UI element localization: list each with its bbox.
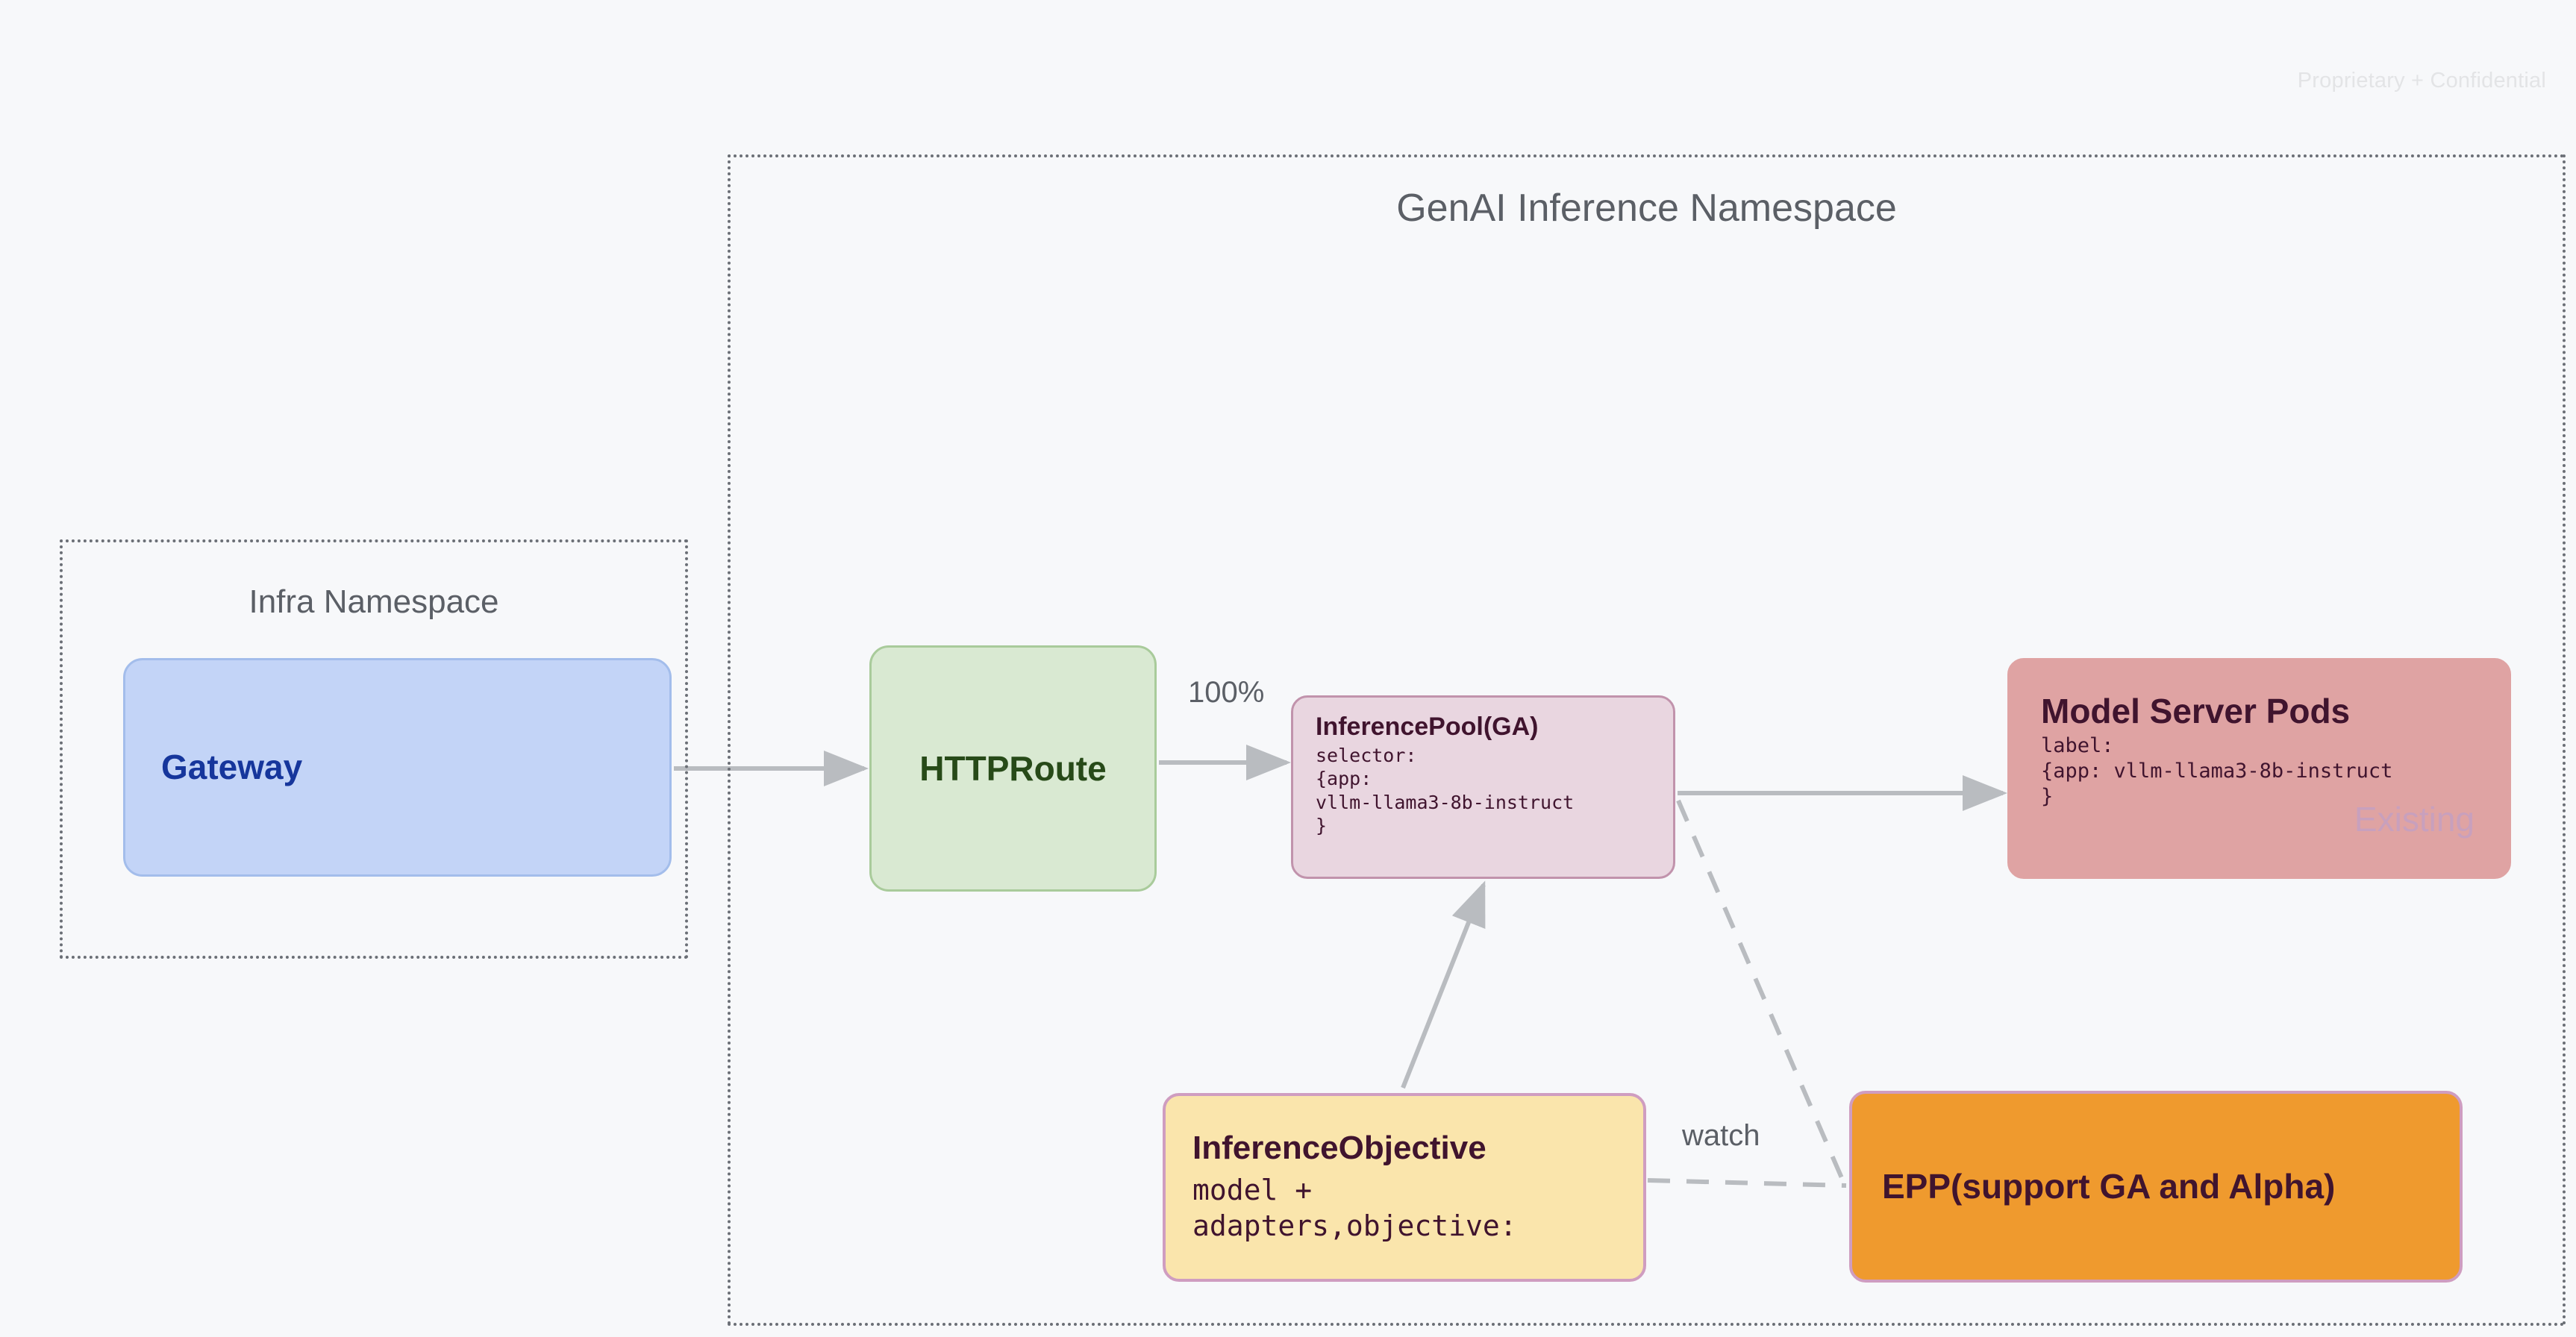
node-inferenceobjective[interactable]: InferenceObjective model + adapters,obje…	[1163, 1093, 1646, 1282]
edge-label-traffic-weight: 100%	[1188, 676, 1265, 709]
confidentiality-watermark: Proprietary + Confidential	[2297, 69, 2546, 93]
inferenceobjective-label: InferenceObjective	[1192, 1129, 1486, 1166]
infra-namespace-title: Infra Namespace	[248, 583, 499, 620]
infra-namespace-container: Infra Namespace	[60, 539, 688, 959]
node-model-server-pods[interactable]: Model Server Pods label: {app: vllm-llam…	[2007, 658, 2511, 879]
genai-namespace-title: GenAI Inference Namespace	[1396, 187, 1897, 230]
existing-badge: Existing	[2354, 800, 2475, 839]
model-server-pods-label: Model Server Pods	[2041, 692, 2351, 730]
model-server-pods-label-spec: label: {app: vllm-llama3-8b-instruct }	[2041, 734, 2393, 809]
node-httproute[interactable]: HTTPRoute	[869, 645, 1157, 892]
genai-inference-namespace-container: GenAI Inference Namespace	[728, 154, 2566, 1326]
edge-label-watch: watch	[1682, 1119, 1760, 1152]
inferencepool-label: InferencePool(GA)	[1316, 713, 1539, 741]
inferenceobjective-spec: model + adapters,objective:	[1192, 1173, 1517, 1242]
node-epp[interactable]: EPP(support GA and Alpha)	[1849, 1091, 2463, 1283]
node-inferencepool[interactable]: InferencePool(GA) selector: {app: vllm-l…	[1291, 695, 1675, 879]
edge-inferenceobjective-to-inferencepool	[1401, 880, 1486, 1089]
edge-inferenceobjective-to-epp-dashed	[1647, 1178, 1847, 1188]
httproute-label: HTTPRoute	[919, 748, 1107, 788]
inferencepool-selector-spec: selector: {app: vllm-llama3-8b-instruct …	[1316, 744, 1575, 837]
gateway-label: Gateway	[161, 748, 303, 787]
node-gateway[interactable]: Gateway	[123, 658, 672, 877]
edge-inferencepool-to-epp-dashed	[1676, 799, 1847, 1186]
epp-label: EPP(support GA and Alpha)	[1882, 1167, 2336, 1206]
